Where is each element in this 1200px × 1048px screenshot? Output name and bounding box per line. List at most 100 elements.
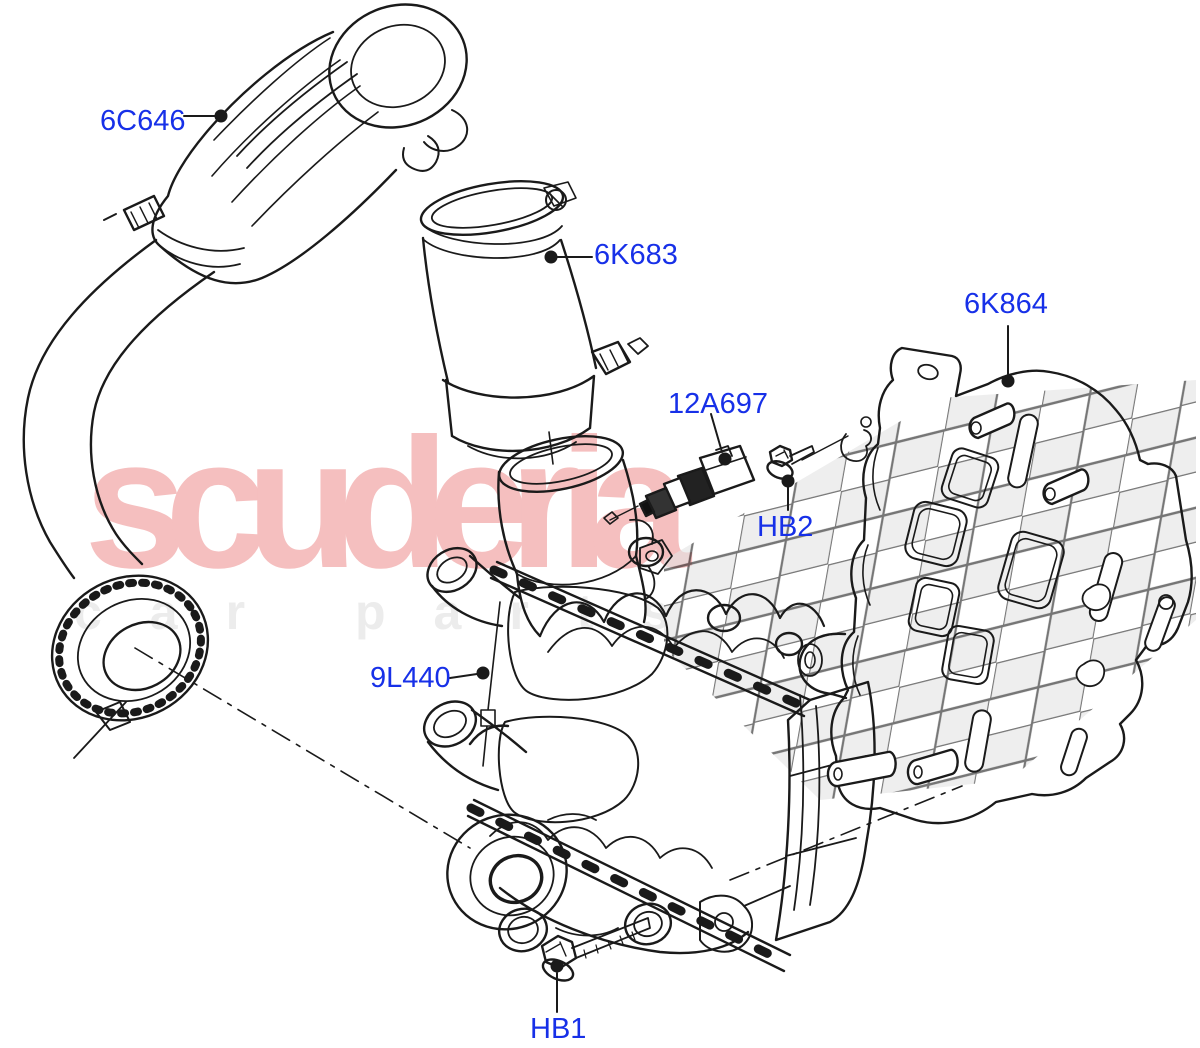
duct-bottom-lip xyxy=(467,441,577,460)
duct-top-clamp xyxy=(423,225,563,259)
foot-bracket xyxy=(699,894,753,953)
hb2-hex-head xyxy=(768,444,794,468)
gasket-hole xyxy=(997,530,1065,610)
clamp-screw-stub xyxy=(103,213,117,221)
part-label-6k683[interactable]: 6K683 xyxy=(594,239,678,271)
duct-lip xyxy=(423,109,468,152)
duct-bellmouth-inner xyxy=(350,23,446,109)
duct-top-rim-inner xyxy=(430,187,554,229)
sensor-tip-probe xyxy=(603,511,619,525)
bracket-lug-hole xyxy=(804,651,816,669)
part-label-12a697[interactable]: 12A697 xyxy=(668,388,768,420)
mount-boss-left-bore xyxy=(507,915,539,945)
slot xyxy=(1060,727,1088,777)
foot-link xyxy=(743,885,791,907)
part-label-9l440[interactable]: 9L440 xyxy=(370,662,451,694)
duct-bellmouth-outer xyxy=(328,3,468,129)
part-label-hb2[interactable]: HB2 xyxy=(757,511,814,543)
foot-bracket-hole xyxy=(714,912,734,932)
sensor-axis-line xyxy=(609,505,639,521)
stud-bore xyxy=(913,765,923,779)
slot xyxy=(1144,596,1176,652)
duct-sleeve xyxy=(441,374,596,453)
end-tank-outline xyxy=(774,680,876,942)
leader-12a697 xyxy=(710,413,723,453)
gasket-hole xyxy=(940,447,1000,509)
worm-clamp-housing xyxy=(590,340,632,376)
bracket-tab-hole xyxy=(917,363,939,381)
hb2-facets xyxy=(775,449,789,459)
leader-dot-6k683 xyxy=(544,250,558,264)
break-line xyxy=(73,701,127,759)
bottom-tank-waves xyxy=(489,821,713,869)
duct-left-edge xyxy=(421,236,450,384)
inlet-rim-inner xyxy=(509,443,613,485)
mount-boss-right-bore xyxy=(633,910,663,938)
manifold-boss xyxy=(774,631,804,657)
assembly-axis-left xyxy=(134,647,471,849)
inlet-tube-body xyxy=(497,458,639,576)
canister-band xyxy=(236,61,348,157)
hb2-axis-line xyxy=(801,435,849,461)
stud-bore xyxy=(970,421,982,435)
leader-dot-12a697 xyxy=(718,452,732,466)
leader-dot-9l440 xyxy=(476,666,490,680)
stud-bore xyxy=(833,767,843,781)
canister-collar xyxy=(157,229,245,252)
assembly-axis-right xyxy=(729,785,963,881)
part-label-6k864[interactable]: 6K864 xyxy=(964,288,1048,320)
watermark-brand: scuderia xyxy=(84,401,691,607)
left-port-lower-tube xyxy=(426,708,528,792)
canister-rib xyxy=(251,111,379,227)
core-bottom-rail xyxy=(466,798,792,973)
slot xyxy=(964,709,992,773)
part-charge-air-cooler-9l440 xyxy=(423,435,876,973)
stud-bore xyxy=(1044,487,1056,501)
hb2-flange xyxy=(766,460,794,480)
left-port-upper-tube xyxy=(430,554,522,628)
part-mounting-bracket-6k864 xyxy=(797,346,1193,825)
leader-dot-6c646 xyxy=(214,109,228,123)
gasket-hole-inner xyxy=(1004,537,1058,603)
bottom-port-mid xyxy=(469,835,555,917)
core-top-rail xyxy=(489,560,812,718)
part-air-duct-6c646 xyxy=(22,3,468,759)
part-label-6c646[interactable]: 6C646 xyxy=(100,105,186,137)
inlet-notch xyxy=(629,518,654,545)
gasket-hole xyxy=(904,500,968,568)
clamp-hatch xyxy=(599,345,629,371)
manifold-boss xyxy=(627,536,665,568)
bottom-port-bore xyxy=(488,853,544,905)
duct-clip-tab xyxy=(402,135,440,172)
bracket-gasket-holes xyxy=(904,447,1065,685)
leader-dot-hb2 xyxy=(781,474,795,488)
duct-right-edge xyxy=(559,238,598,370)
coupler-bore xyxy=(102,620,182,692)
hose-inner-edge xyxy=(89,270,216,566)
mount-boss-left xyxy=(497,907,549,953)
bracket-outline xyxy=(830,346,1193,825)
coupler-ring-mid xyxy=(76,597,192,703)
bracket-hook-arm xyxy=(840,429,872,462)
bracket-dimple xyxy=(1075,659,1106,688)
canister-outline xyxy=(151,30,398,285)
clamp-hatch xyxy=(130,202,158,229)
leader-dot-6k864 xyxy=(1001,374,1015,388)
stud xyxy=(826,750,897,788)
hb2-shank xyxy=(789,445,815,465)
coupler-serrated-clamp xyxy=(55,578,205,718)
hb1-threads xyxy=(583,931,636,959)
checker-watermark xyxy=(664,380,1196,800)
manifold-boss xyxy=(706,603,742,633)
gasket-hole xyxy=(941,625,995,685)
bracket-lug-boss xyxy=(797,643,823,677)
bracket-left-lug xyxy=(798,632,848,700)
gasket-hole-inner xyxy=(911,507,961,561)
bracket-studs xyxy=(826,402,1090,788)
coupler-ring-outer xyxy=(50,574,210,722)
bracket-small-hole xyxy=(860,416,872,428)
manifold-runners-top xyxy=(538,589,826,638)
part-label-hb1[interactable]: HB1 xyxy=(530,1013,587,1045)
